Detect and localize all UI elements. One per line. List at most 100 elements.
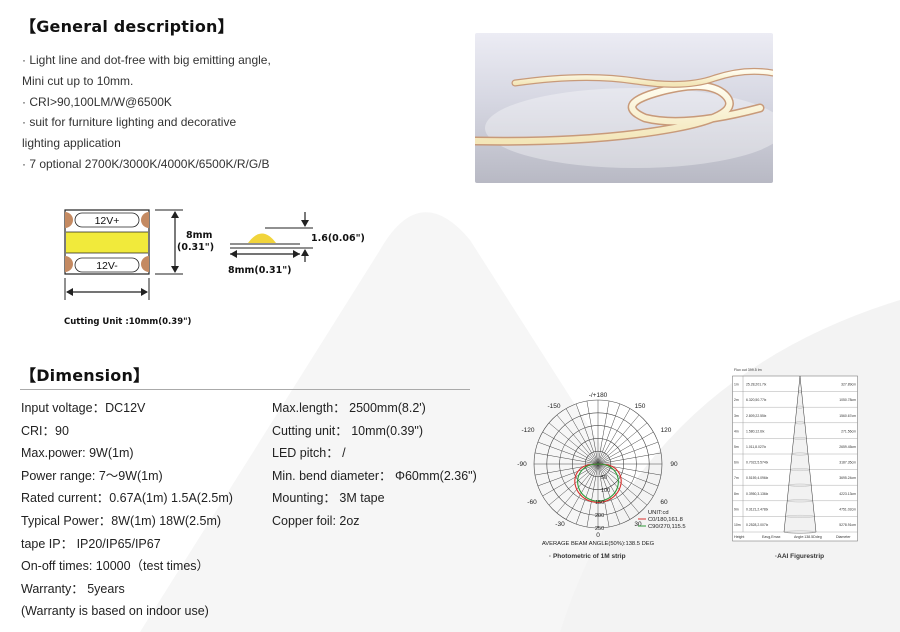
c0-legend: C0/180,161.8 <box>648 517 683 523</box>
polar-spoke <box>537 441 599 465</box>
row-diameter: 271.56cm <box>841 429 856 433</box>
row-height: 10m <box>734 523 741 527</box>
spec-item: Mounting： 3M tape <box>272 491 385 506</box>
polar-spoke <box>556 463 599 514</box>
spec-item: Min. bend diameter： Φ60mm(2.36") <box>272 468 477 483</box>
desc-line: · suit for furniture lighting and decora… <box>22 115 237 130</box>
spec-item: On-off times: 10000（test times） <box>21 559 210 574</box>
row-diameter: 2659.45cm <box>839 445 856 449</box>
polar-spoke <box>597 408 631 465</box>
width-label: 8mm <box>186 230 213 241</box>
polar-spoke <box>542 463 599 497</box>
spec-item: tape IP： IP20/IP65/IP67 <box>21 536 161 551</box>
cutting-unit-label: Cutting Unit :10mm(0.39") <box>64 317 192 327</box>
angle-label-n30: -30 <box>555 521 565 528</box>
c0-curve <box>574 463 622 503</box>
height-label: 1.6(0.06") <box>311 233 365 244</box>
desc-line: · 7 optional 2700K/3000K/4000K/6500K/R/G… <box>22 156 270 171</box>
footer-diameter: Diameter <box>836 535 851 539</box>
row-height: 5m <box>734 445 739 449</box>
row-illuminance: 2.809,22.55lx <box>746 414 767 418</box>
row-diameter: 1050.78cm <box>839 398 856 402</box>
row-illuminance: 0.2528,2.007lx <box>746 523 769 527</box>
pad-top-label: 12V+ <box>95 215 120 227</box>
footer-emax: Eavg,Emax <box>762 535 781 539</box>
row-diameter: 327.89cm <box>841 383 856 387</box>
polar-spoke <box>575 403 599 465</box>
spec-item: Power range: 7～9W(1m) <box>21 468 163 483</box>
radial-label: 50 <box>601 475 607 481</box>
angle-label-p90: 90 <box>670 461 678 468</box>
polar-caption: · Photometric of 1M strip <box>549 553 626 560</box>
spec-item: Max.power: 9W(1m) <box>21 446 134 461</box>
angle-label-n120: -120 <box>521 427 534 434</box>
radial-label: 100 <box>601 488 610 494</box>
angle-label-p120: 120 <box>661 427 672 434</box>
figurestrip-caption: ·AAI Figurestrip <box>775 553 825 560</box>
row-height: 3m <box>734 414 739 418</box>
spec-list-left: Input voltage：DC12V CRI：90 Max.power: 9W… <box>21 397 233 623</box>
polar-spoke <box>556 414 599 465</box>
row-diameter: 4751.02cm <box>839 507 856 511</box>
general-heading: 【General description】 <box>20 17 234 36</box>
dimension-heading: 【Dimension】 <box>20 366 150 385</box>
spec-item: Copper foil: 2oz <box>272 513 360 528</box>
polar-spoke <box>575 463 599 525</box>
polar-spoke <box>597 463 631 520</box>
width-label-inch: (0.31") <box>177 242 214 253</box>
polar-spoke <box>548 463 599 506</box>
angle-label-top: -/+180 <box>589 392 608 399</box>
desc-line: · CRI>90,100LM/W@6500K <box>22 94 172 109</box>
polar-spoke <box>597 452 662 465</box>
radial-label: 200 <box>595 513 604 519</box>
row-illuminance: 6.320,50.77lx <box>746 398 767 402</box>
c90-curve <box>577 463 619 502</box>
spec-item: Max.length： 2500mm(8.2') <box>272 401 426 415</box>
row-illuminance: 0.5159,4.096lx <box>746 476 769 480</box>
polar-spoke <box>597 400 610 465</box>
spec-item: Rated current：0.67A(1m) 1.5A(2.5m) <box>21 491 233 506</box>
polar-spoke <box>597 414 640 465</box>
spec-item: Warranty： 5years <box>21 581 125 596</box>
spec-item: LED pitch： / <box>272 446 346 461</box>
profile-width-label: 8mm(0.31") <box>228 265 291 276</box>
row-illuminance: 0.7022,5.574lx <box>746 461 769 465</box>
spec-item: Input voltage：DC12V <box>21 401 146 415</box>
radial-label: 150 <box>595 500 604 506</box>
row-illuminance: 0.3950,3.136lx <box>746 492 769 496</box>
spec-item: CRI：90 <box>21 423 69 438</box>
row-diameter: 3695.24cm <box>839 476 856 480</box>
row-diameter: 4223.13cm <box>839 492 856 496</box>
polar-spoke <box>565 408 599 465</box>
spec-item: Typical Power：8W(1m) 18W(2.5m) <box>21 513 222 528</box>
polar-spoke <box>597 463 659 487</box>
general-description: · Light line and dot-free with big emitt… <box>22 50 271 175</box>
row-diameter: 5278.91cm <box>839 523 856 527</box>
polar-spoke <box>597 441 659 465</box>
polar-spoke <box>597 422 648 465</box>
strip-dimension-drawing: 12V+ 12V- 8mm (0.31") Cutting Unit :10mm… <box>64 209 365 327</box>
row-height: 2m <box>734 398 739 402</box>
spec-item: (Warranty is based on indoor use) <box>21 604 209 619</box>
row-illuminance: 1.580,12.6lx <box>746 429 765 433</box>
unit-label: UNIT:cd <box>648 510 669 516</box>
divider <box>20 389 470 390</box>
polar-spoke <box>586 400 599 465</box>
polar-spoke <box>597 463 610 528</box>
angle-label-p30: 30 <box>634 521 642 528</box>
row-height: 4m <box>734 429 739 433</box>
polar-spoke <box>542 431 599 465</box>
photometric-polar-chart: -/+180 -150 150 -120 120 -90 90 -60 60 -… <box>517 392 686 547</box>
polar-spoke <box>565 463 599 520</box>
polar-spoke <box>597 463 648 506</box>
c90-legend: C90/270,115.5 <box>648 524 686 530</box>
desc-line: · Light line and dot-free with big emitt… <box>22 53 271 67</box>
polar-spoke <box>537 463 599 487</box>
row-height: 6m <box>734 461 739 465</box>
polar-spoke <box>597 431 654 465</box>
spec-list-right: Max.length： 2500mm(8.2') Cutting unit： 1… <box>272 397 477 533</box>
row-diameter: 3187.35cm <box>839 461 856 465</box>
angle-label-n150: -150 <box>547 403 560 410</box>
angle-label-n60: -60 <box>527 499 537 506</box>
